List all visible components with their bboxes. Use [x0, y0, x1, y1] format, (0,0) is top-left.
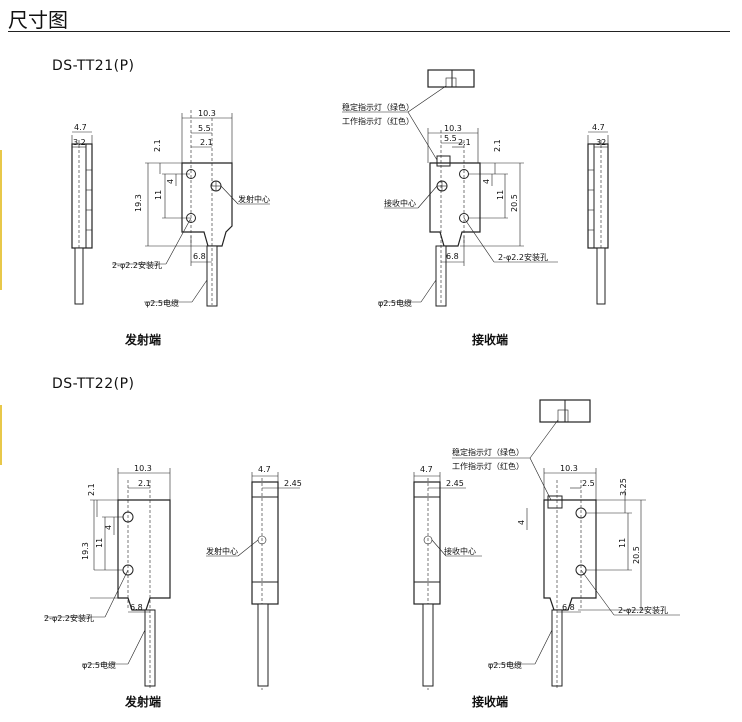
dim-tt22-rs-4_7: 4.7 — [420, 465, 433, 474]
margin-marker — [0, 150, 2, 290]
tt22-receiver-front-view — [452, 399, 680, 690]
dim-tt22-es-4_7: 4.7 — [258, 465, 271, 474]
dim-tt22-e-4: 4 — [104, 525, 113, 530]
dim-tt22-rs-2_45: 2.45 — [446, 479, 464, 488]
dim-tt21-e-width: 4.7 — [74, 123, 87, 132]
title-divider — [8, 31, 730, 32]
label-tt21-recv-center: 接收中心 — [384, 198, 416, 208]
caption-tt21-receiver: 接收端 — [472, 333, 509, 347]
dim-tt22-e-2_1: 2.1 — [138, 479, 151, 488]
dim-tt21-e-2_1: 2.1 — [200, 138, 213, 147]
dim-tt22-e-11: 11 — [95, 538, 104, 548]
dim-tt21-e-11: 11 — [154, 190, 163, 200]
dim-tt22-r-2_5: 2.5 — [582, 479, 595, 488]
dim-tt22-r-11: 11 — [618, 538, 627, 548]
label-tt21-e-cable: φ2.5电缆 — [145, 298, 179, 308]
dim-tt21-r-5_5: 5.5 — [444, 134, 457, 143]
tt21-emitter-side-view — [71, 131, 93, 305]
model-name-tt22: DS-TT22(P) — [52, 376, 135, 392]
label-tt21-work-led: 工作指示灯（红色） — [342, 116, 414, 126]
label-tt22-work-led: 工作指示灯（红色） — [452, 461, 524, 471]
label-tt22-r-cable: φ2.5电缆 — [488, 660, 522, 670]
dim-tt21-e-5_5: 5.5 — [198, 124, 211, 133]
dim-tt22-r-6_8: 6.8 — [562, 603, 575, 612]
dim-tt21-r-10_3: 10.3 — [444, 124, 462, 133]
label-tt22-recv-center: 接收中心 — [444, 546, 476, 556]
tt21-receiver-side-view — [587, 131, 609, 305]
dim-tt21-e-4: 4 — [166, 179, 175, 184]
dim-tt22-e-10_3: 10.3 — [134, 464, 152, 473]
caption-tt22-emitter: 发射端 — [125, 695, 162, 709]
model-name-tt21: DS-TT21(P) — [52, 58, 135, 74]
caption-tt22-receiver: 接收端 — [472, 695, 509, 709]
dim-tt21-r-2_1: 2.1 — [458, 138, 471, 147]
dim-tt21-rs-width: 4.7 — [592, 123, 605, 132]
dim-tt21-e-19_3: 19.3 — [134, 194, 143, 212]
dim-tt22-e-19_3: 19.3 — [81, 542, 90, 560]
tt21-emitter-front-view — [112, 110, 270, 307]
dim-tt22-es-2_45: 2.45 — [284, 479, 302, 488]
dim-tt22-e-6_8: 6.8 — [130, 603, 143, 612]
dim-tt22-r-3_25: 3.25 — [619, 478, 628, 496]
label-tt21-stable-led: 稳定指示灯（绿色） — [342, 102, 414, 112]
label-tt22-r-mount-hole: 2-φ2.2安装孔 — [618, 605, 668, 615]
dim-tt21-r-2_1-v: 2.1 — [493, 139, 502, 152]
tt22-emitter-side-view — [206, 472, 300, 690]
tt22-emitter-front-view — [44, 468, 171, 690]
dim-tt21-rs-depth: 32 — [596, 138, 606, 147]
dim-tt22-r-4: 4 — [517, 520, 526, 525]
dim-tt21-e-10_3: 10.3 — [198, 109, 216, 118]
label-tt21-r-cable: φ2.5电缆 — [378, 298, 412, 308]
label-tt22-emit-center: 发射中心 — [206, 546, 238, 556]
page-title: 尺寸图 — [8, 8, 68, 32]
label-tt22-e-mount-hole: 2-φ2.2安装孔 — [44, 613, 94, 623]
dim-tt21-r-4: 4 — [482, 179, 491, 184]
dim-tt22-r-10_3: 10.3 — [560, 464, 578, 473]
tt21-receiver-front-view — [342, 69, 558, 307]
dim-tt22-r-20_5: 20.5 — [632, 546, 641, 564]
dim-tt21-e-2_1-v: 2.1 — [153, 139, 162, 152]
dim-tt21-r-6_8: 6.8 — [446, 252, 459, 261]
caption-tt21-emitter: 发射端 — [125, 333, 162, 347]
label-tt22-e-cable: φ2.5电缆 — [82, 660, 116, 670]
label-tt21-e-mount-hole: 2-φ2.2安装孔 — [112, 260, 162, 270]
dim-tt21-r-11: 11 — [496, 190, 505, 200]
dim-tt21-e-depth: 3.2 — [73, 138, 86, 147]
label-tt21-r-mount-hole: 2-φ2.2安装孔 — [498, 252, 548, 262]
dim-tt21-e-6_8: 6.8 — [193, 252, 206, 261]
dim-tt22-e-2_1-v: 2.1 — [87, 483, 96, 496]
label-tt22-stable-led: 稳定指示灯（绿色） — [452, 447, 524, 457]
margin-marker — [0, 405, 2, 465]
dim-tt21-r-20_5: 20.5 — [510, 194, 519, 212]
label-tt21-emit-center: 发射中心 — [238, 194, 270, 204]
tt22-receiver-side-view — [413, 472, 482, 690]
